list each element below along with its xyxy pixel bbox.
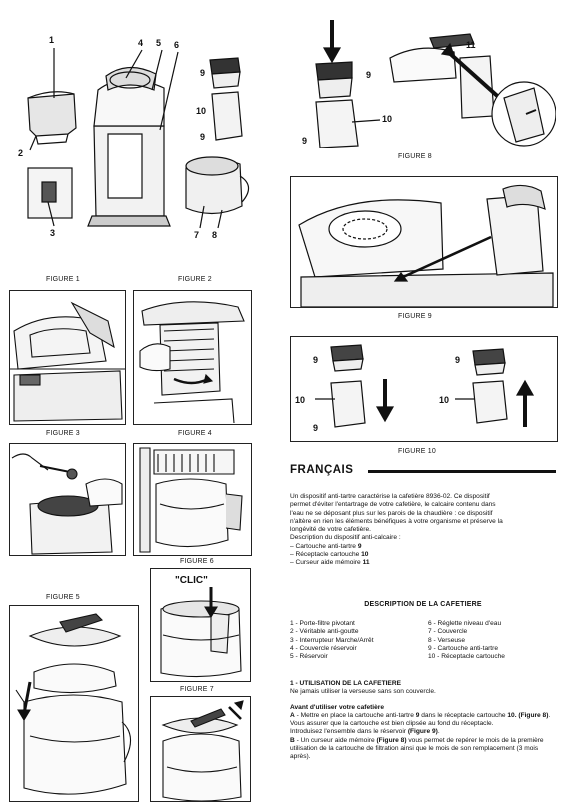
callout-4: 4 <box>138 38 144 48</box>
fig10-callout-9-left-bottom: 9 <box>313 423 319 433</box>
intro-line: permet d'éviter l'entartrage de votre ca… <box>290 501 496 509</box>
figure-10-drawing <box>315 344 535 428</box>
usage-line: Ne jamais utiliser la verseuse sans son … <box>290 688 436 696</box>
fig10-callout-10-left: 10 <box>295 395 306 405</box>
caption-figure-1: FIGURE 1 <box>46 276 80 283</box>
figure-6-drawing <box>160 587 242 678</box>
figure-4 <box>133 443 252 556</box>
callout-3: 3 <box>50 228 56 238</box>
usage-heading: 1 - UTILISATION DE LA CAFETIERE <box>290 680 401 687</box>
desc-intro: Description du dispositif anti-calcaire … <box>290 534 401 542</box>
clic-label: "CLIC" <box>175 575 208 586</box>
part-item: 10 - Réceptacle cartouche <box>428 653 505 661</box>
fig10-callout-9-left: 9 <box>313 355 319 365</box>
list-item: – Réceptacle cartouche 10 <box>290 551 369 559</box>
usage-section: 1 - UTILISATION DE LA CAFETIERE Ne jamai… <box>290 680 556 762</box>
figure-8-drawing <box>315 20 556 148</box>
figure-7-drawing <box>161 700 244 801</box>
part-item: 9 - Cartouche anti-tartre <box>428 644 498 652</box>
part-item: 8 - Verseuse <box>428 636 466 644</box>
paragraph-a2: Introduisez l'ensemble dans le réservoir… <box>290 728 440 736</box>
intro-line: n'altère en rien les éléments bénéfiques… <box>290 517 503 525</box>
callout-10-top: 10 <box>196 106 207 116</box>
fig8-callout-11: 11 <box>466 40 476 50</box>
caption-figure-6: FIGURE 6 <box>180 558 214 565</box>
figure-parts-illustration: 1 2 3 4 5 6 7 8 9 10 9 <box>14 30 276 248</box>
caption-figure-9: FIGURE 9 <box>398 313 432 320</box>
fig8-callout-10: 10 <box>382 114 393 124</box>
coffee-maker-parts-drawing <box>27 48 250 229</box>
figure-1 <box>9 290 126 425</box>
part-item: 2 - Véritable anti-goutte <box>290 628 359 636</box>
parts-list-left: 1 - Porte-filtre pivotant 2 - Véritable … <box>290 620 420 661</box>
figure-3-drawing <box>11 453 123 555</box>
parts-list-right: 6 - Réglette niveau d'eau 7 - Couvercle … <box>428 620 558 661</box>
callout-6: 6 <box>174 40 180 50</box>
caption-figure-8: FIGURE 8 <box>398 153 432 160</box>
callout-7: 7 <box>194 230 200 240</box>
figure-2 <box>133 290 252 425</box>
figure-1-drawing <box>10 301 125 422</box>
callout-1: 1 <box>49 35 55 45</box>
fig10-callout-9-right: 9 <box>455 355 461 365</box>
caption-figure-5: FIGURE 5 <box>46 594 80 601</box>
figure-10: 9 10 9 9 10 <box>290 336 558 442</box>
fig10-callout-10-right: 10 <box>439 395 450 405</box>
language-heading: FRANÇAIS <box>290 464 556 480</box>
figure-9-drawing <box>298 184 554 307</box>
caption-figure-3: FIGURE 3 <box>46 430 80 437</box>
figure-5 <box>9 605 139 802</box>
intro-paragraph: Un dispositif anti-tartre caractérise la… <box>290 493 556 568</box>
fig8-callout-9b: 9 <box>302 136 308 146</box>
figure-2-drawing <box>139 301 245 424</box>
part-item: 5 - Réservoir <box>290 653 328 661</box>
callout-2: 2 <box>18 148 24 158</box>
list-item: – Cartouche anti-tartre 9 <box>290 542 362 550</box>
callout-5: 5 <box>156 38 162 48</box>
part-item: 4 - Couvercle réservoir <box>290 644 357 652</box>
before-heading: Avant d'utiliser votre cafetière <box>290 703 385 711</box>
part-item: 1 - Porte-filtre pivotant <box>290 620 355 627</box>
fig8-callout-9: 9 <box>366 70 372 80</box>
figure-9 <box>290 176 558 308</box>
paragraph-a: A - Mettre en place la cartouche anti-ta… <box>290 711 551 728</box>
part-item: 7 - Couvercle <box>428 628 468 636</box>
language-title: FRANÇAIS <box>290 464 354 476</box>
intro-line: Un dispositif anti-tartre caractérise la… <box>290 493 490 500</box>
callout-9-top: 9 <box>200 68 206 78</box>
caption-figure-4: FIGURE 4 <box>178 430 212 437</box>
figure-3 <box>9 443 126 556</box>
description-heading: DESCRIPTION DE LA CAFETIERE <box>364 601 482 608</box>
paragraph-b: B - Un curseur aide mémoire (Figure 8) v… <box>290 736 544 761</box>
caption-figure-7: FIGURE 7 <box>180 686 214 693</box>
figure-4-drawing <box>139 447 243 553</box>
heading-rule <box>368 470 556 473</box>
intro-line: l'eau ne se déposant plus sur les parois… <box>290 509 493 517</box>
callout-8: 8 <box>212 230 218 240</box>
figure-8: 9 10 9 11 <box>290 18 556 148</box>
figure-7 <box>150 696 251 802</box>
figure-5-drawing <box>15 613 132 795</box>
part-item: 3 - Interrupteur Marche/Arrêt <box>290 636 374 644</box>
caption-figure-2: FIGURE 2 <box>178 276 212 283</box>
intro-line: longévité de votre cafetière. <box>290 526 372 534</box>
part-item: 6 - Réglette niveau d'eau <box>428 620 502 627</box>
caption-figure-10: FIGURE 10 <box>398 448 436 455</box>
callout-9-bottom: 9 <box>200 132 206 142</box>
list-item: – Curseur aide mémoire 11 <box>290 559 370 567</box>
figure-6: "CLIC" <box>150 568 251 682</box>
